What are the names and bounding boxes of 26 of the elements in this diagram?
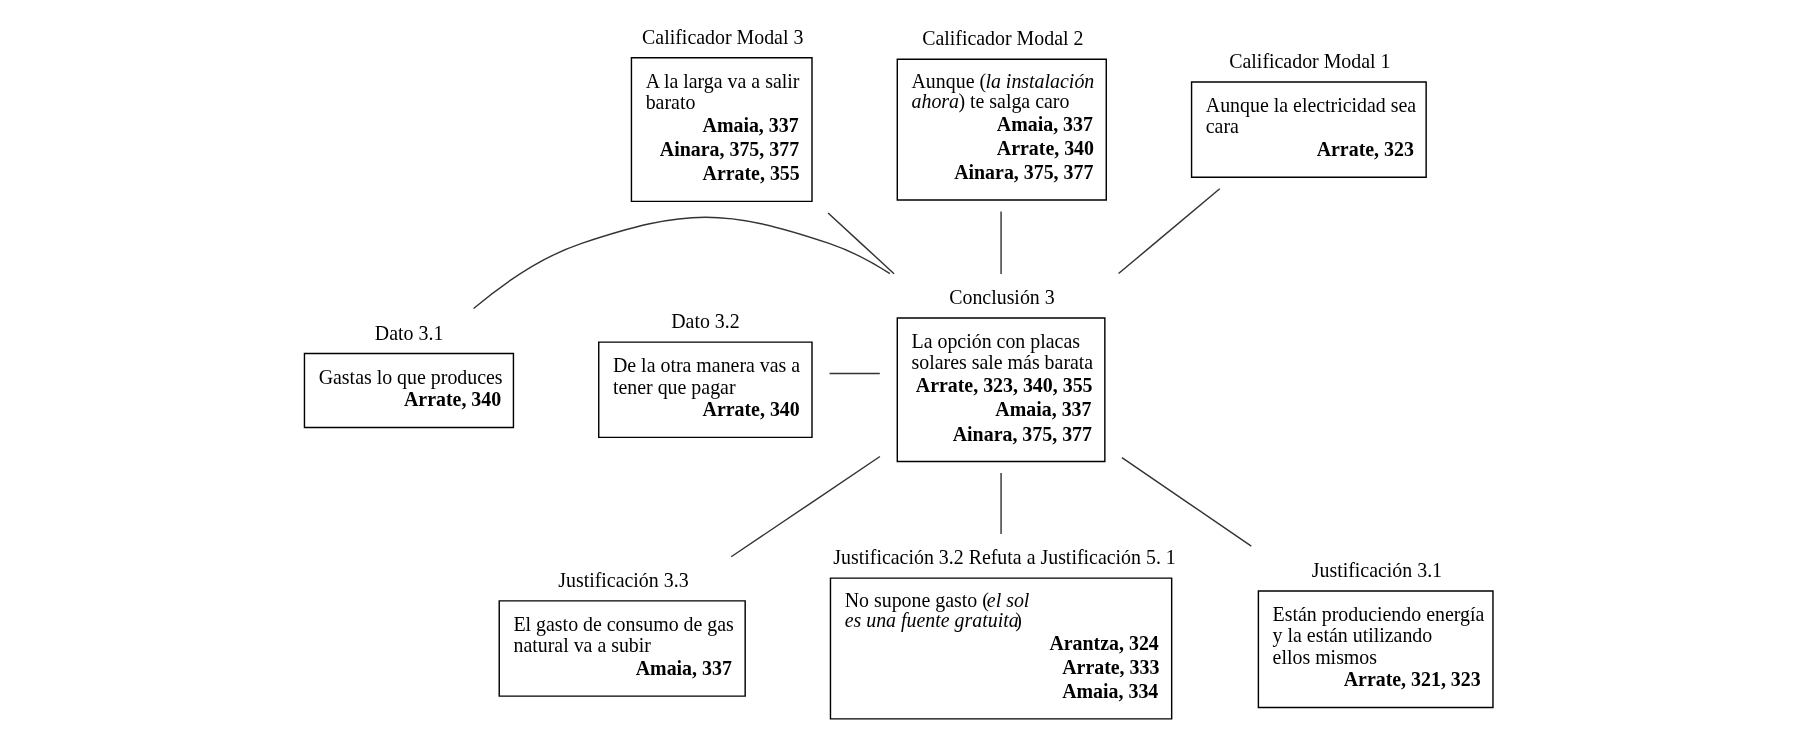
- node-label: Dato 3.2: [671, 310, 740, 333]
- connector: [828, 372, 881, 375]
- node-label: Conclusión 3: [949, 286, 1055, 309]
- connector: [472, 216, 891, 310]
- node-box: Están produciendo energía y la están utilizando ellos mismos Arrate, 321, 323: [1257, 590, 1494, 709]
- node-box: No supone gasto (el sol es una fuente gratuita) Arantza, 324 Arrate, 333 Amaia, 334: [829, 577, 1173, 720]
- node-box: De la otra manera vas a tener que pagar Arrate, 340: [598, 341, 813, 439]
- node-box: Gastas lo que produces Arrate, 340: [303, 352, 515, 429]
- node-label: Justificación 3.1: [1311, 559, 1443, 581]
- node-box: El gasto de consumo de gas natural va a subir Amaia, 337: [498, 600, 746, 697]
- node-label: Dato 3.1: [374, 321, 444, 344]
- connector: [1000, 472, 1002, 535]
- node-box: Aunque (la instalación ahora) te salga caro Amaia, 337 Arrate, 340 Ainara, 375, 377: [896, 58, 1107, 201]
- connector: [1121, 456, 1252, 547]
- node-box: La opción con placas solares sale más barata Arrate, 323, 340, 355 Amaia, 337 Ainara, 375, 377: [896, 317, 1106, 463]
- node-label: Justificación 3.3: [558, 568, 689, 591]
- node-label: Justificación 3.2 Refuta a Justificación 5. 1: [833, 546, 1176, 569]
- node-box: Aunque la electricidad sea cara Arrate, 323: [1190, 81, 1427, 178]
- node-label: Calificador Modal 1: [1229, 50, 1391, 73]
- node-label: Calificador Modal 3: [642, 25, 804, 48]
- node-label: Calificador Modal 2: [922, 27, 1084, 50]
- node-box: A la larga va a salir barato Amaia, 337 Ainara, 375, 377 Arrate, 355: [630, 57, 813, 203]
- connector: [730, 455, 881, 558]
- connector: [1000, 210, 1002, 275]
- connector: [1117, 188, 1221, 275]
- connector: [827, 212, 895, 275]
